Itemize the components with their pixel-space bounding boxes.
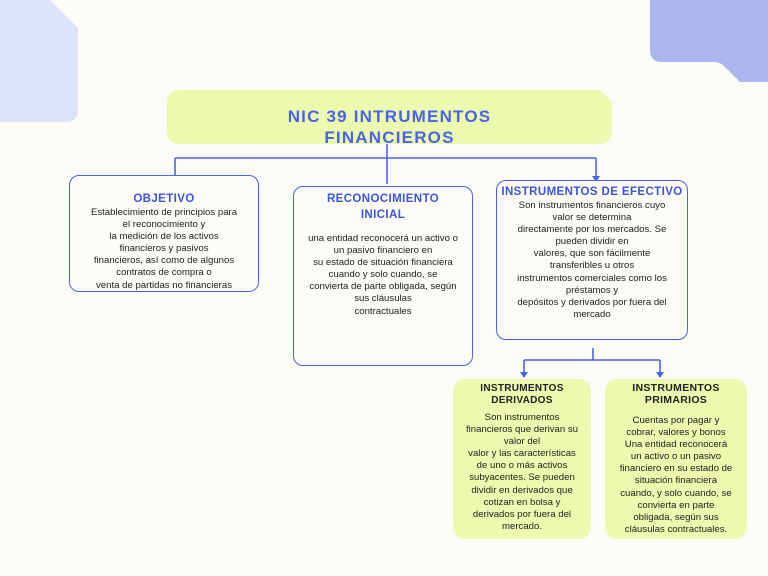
efectivo-box: INSTRUMENTOS DE EFECTIVO Son instrumento… <box>496 180 688 340</box>
arrowhead-efectivo <box>592 176 600 182</box>
derivados-box: INSTRUMENTOS DERIVADOS Son instrumentos … <box>453 379 591 539</box>
diagram-title: NIC 39 INTRUMENTOS FINANCIEROS <box>287 107 492 147</box>
primarios-heading: INSTRUMENTOS PRIMARIOS <box>632 382 720 406</box>
top-left-decor-shape <box>0 0 78 122</box>
objetivo-heading: OBJETIVO <box>133 193 195 205</box>
reconocimiento-heading: RECONOCIMIENTO INICIAL <box>326 193 440 221</box>
efectivo-heading: INSTRUMENTOS DE EFECTIVO <box>501 186 683 198</box>
reconocimiento-box: RECONOCIMIENTO INICIAL una entidad recon… <box>293 186 473 366</box>
arrowhead-derivados <box>520 372 528 378</box>
title-box: NIC 39 INTRUMENTOS FINANCIEROS <box>167 90 612 144</box>
derivados-heading: INSTRUMENTOS DERIVADOS <box>480 383 564 406</box>
primarios-box: INSTRUMENTOS PRIMARIOS Cuentas por pagar… <box>605 379 747 539</box>
arrowhead-primarios <box>656 372 664 378</box>
derivados-body: Son instrumentos financieros que derivan… <box>466 412 578 532</box>
objetivo-body: Establecimiento de principios para el re… <box>90 207 238 291</box>
objetivo-box: OBJETIVO Establecimiento de principios p… <box>69 175 259 292</box>
efectivo-body: Son instrumentos financieros cuyo valor … <box>517 200 667 320</box>
primarios-body: Cuentas por pagar y cobrar, valores y bo… <box>619 415 733 535</box>
top-right-decor-shape <box>650 0 768 82</box>
reconocimiento-body: una entidad reconocerá un activo o un pa… <box>308 233 458 317</box>
